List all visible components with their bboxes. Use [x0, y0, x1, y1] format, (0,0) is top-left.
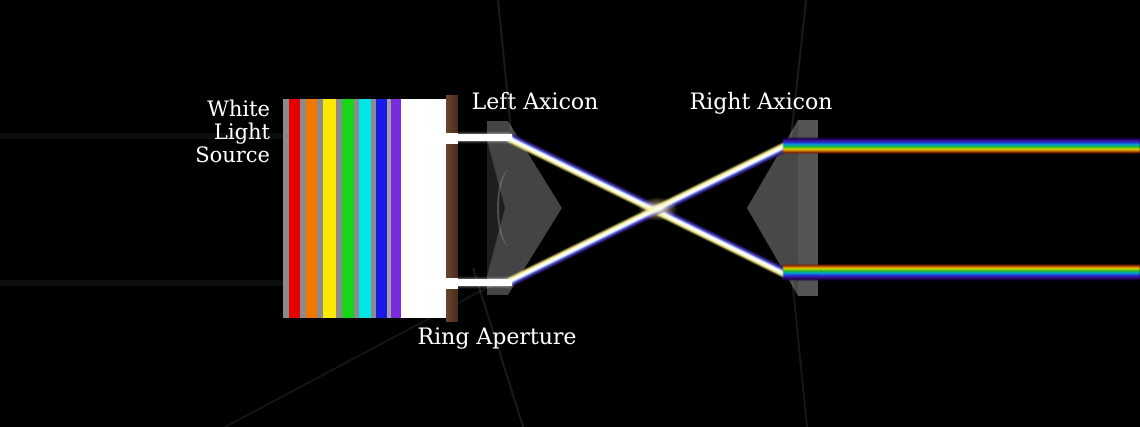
spectrum-stripe	[391, 99, 401, 318]
ring-aperture-label: Ring Aperture	[417, 325, 577, 350]
faint-axis-line-top	[0, 133, 286, 139]
spectrum-stripe	[289, 99, 300, 318]
spectrum-stripe	[306, 99, 317, 318]
output-beam-top-rainbow	[783, 137, 1140, 154]
aperture-hole-bottom	[446, 278, 458, 289]
spectrum-stripe	[354, 99, 359, 318]
spectrum-stripe	[371, 99, 376, 318]
spectrum-stripe	[387, 99, 391, 318]
spectrum-stripe	[342, 99, 354, 318]
right-axicon-label: Right Axicon	[689, 90, 833, 115]
white-ray-bottom	[452, 279, 512, 286]
beam-crossing-glow	[638, 197, 678, 221]
left-axicon-surface-highlight	[497, 170, 523, 246]
spectrum-stripe	[283, 99, 289, 318]
ring-aperture-bar	[446, 95, 458, 322]
spectrum-stripe	[300, 99, 306, 318]
faint-axis-line-bottom	[0, 280, 286, 286]
right-axicon-flat-face	[798, 120, 818, 296]
spectrum-stripe	[336, 99, 342, 318]
spectrum-stripe	[317, 99, 323, 318]
aperture-hole-top	[446, 133, 458, 144]
spectrum-stripe	[323, 99, 336, 318]
output-beam-bottom-rainbow	[783, 264, 1140, 281]
white-light-source-label: White Light Source	[195, 97, 270, 167]
spectrum-stripe	[376, 99, 387, 318]
spectrum-stripe	[359, 99, 371, 318]
spectrum-stripe	[401, 99, 446, 318]
white-light-source-block	[283, 99, 446, 318]
stray-ray	[791, 276, 809, 427]
white-ray-top	[452, 134, 512, 141]
left-axicon-label: Left Axicon	[471, 90, 599, 115]
